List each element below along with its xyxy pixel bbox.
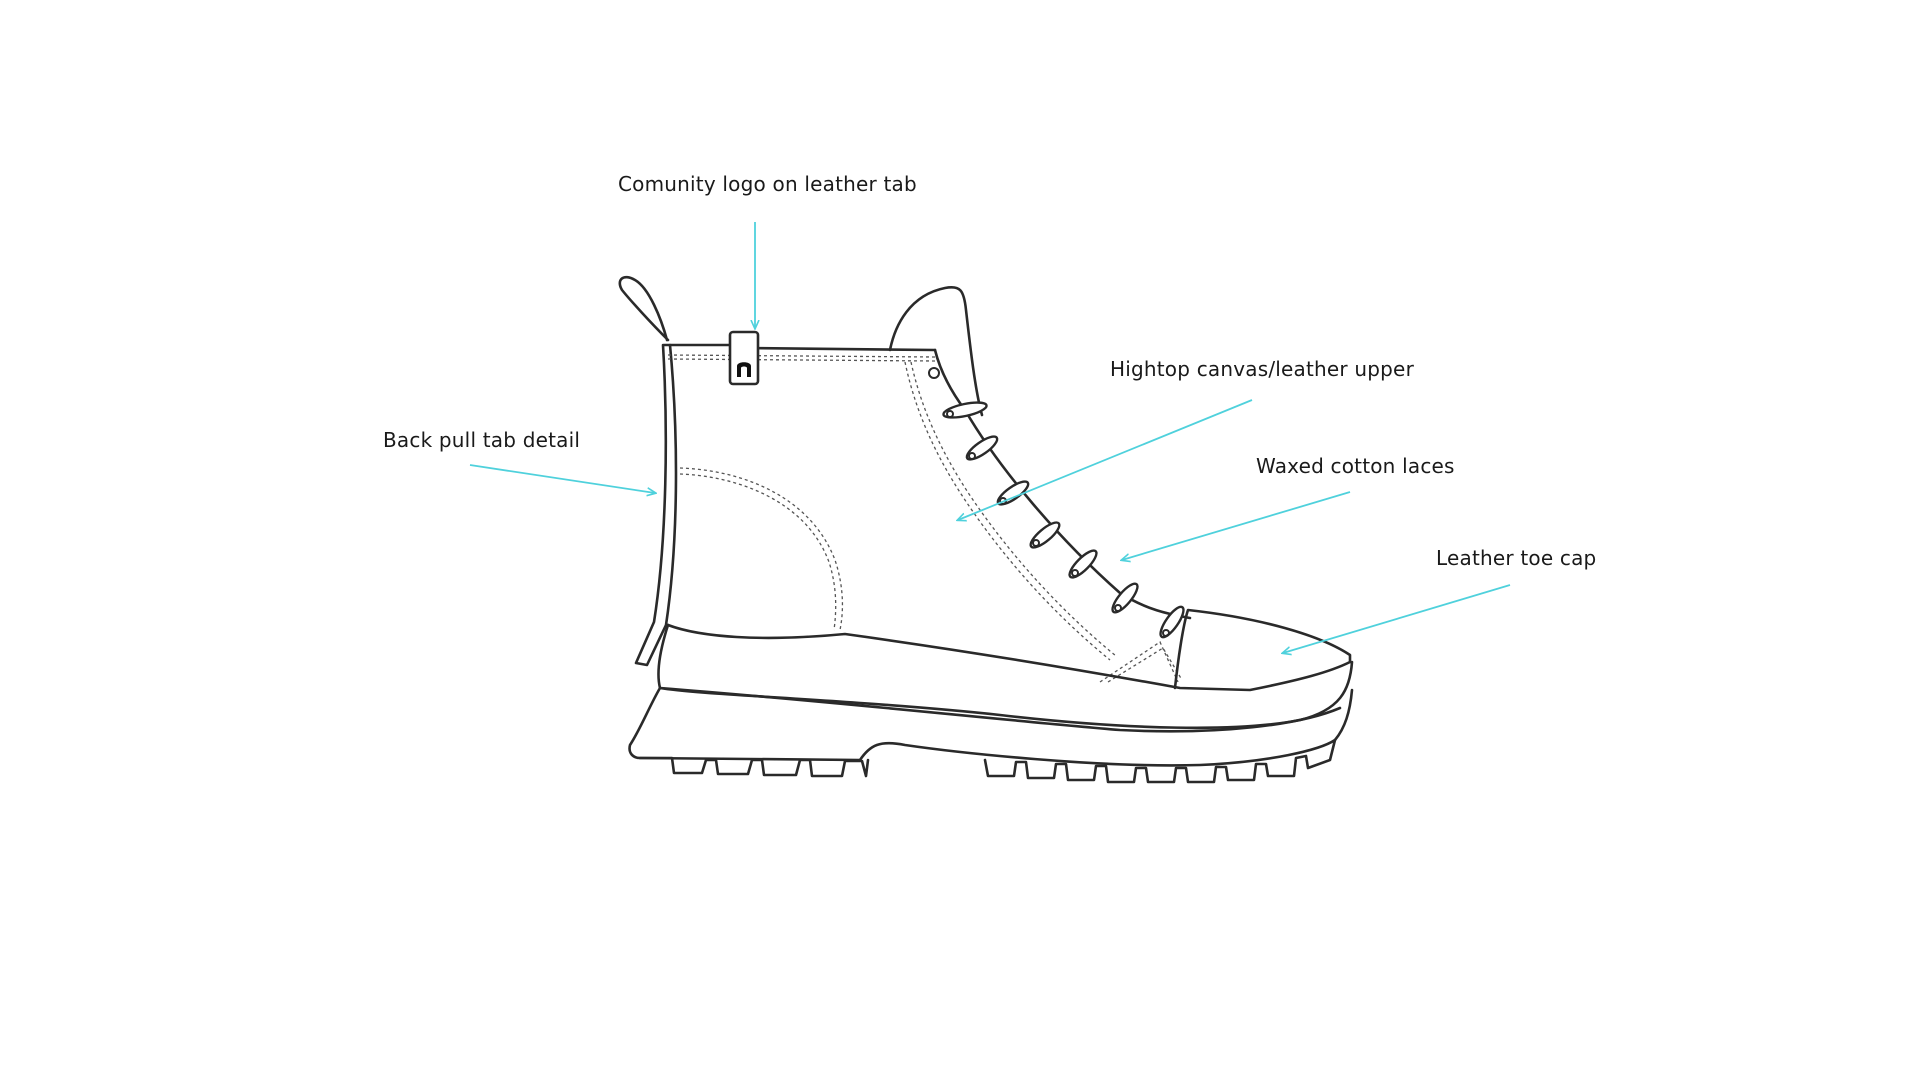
callout-toe-cap-label: Leather toe cap: [1436, 546, 1596, 570]
midsole-line: [660, 688, 1340, 731]
quarter-stitch: [680, 468, 842, 630]
boot-illustration: [620, 277, 1352, 782]
quarter-stitch-2: [680, 474, 836, 630]
pointer-toe-cap: [1283, 585, 1510, 653]
logo-tab: [730, 332, 758, 384]
lace-5: [1066, 547, 1100, 581]
callout-laces-label: Waxed cotton laces: [1256, 454, 1455, 478]
heel-strap: [636, 345, 676, 665]
outsole-lugs: [640, 740, 1335, 782]
collar-stitch-2: [668, 359, 935, 361]
eyestay-stitch-2: [911, 362, 1116, 656]
upper-base: [668, 625, 1350, 690]
collar: [664, 345, 935, 350]
midsole: [658, 625, 1352, 728]
top-eyelet: [929, 368, 939, 378]
lace-4: [1027, 519, 1062, 551]
pointer-laces: [1122, 492, 1350, 560]
lacing-edge: [935, 350, 1190, 618]
pull-tab-loop: [620, 277, 668, 340]
lace-1: [942, 400, 988, 421]
pointer-pull-tab: [470, 465, 655, 493]
callout-pull-tab-label: Back pull tab detail: [383, 428, 580, 452]
toe-cap: [1175, 610, 1350, 688]
callout-upper-label: Hightop canvas/leather upper: [1110, 357, 1414, 381]
collar-stitch: [668, 355, 935, 357]
pointer-upper: [958, 400, 1252, 520]
callout-logo-label: Comunity logo on leather tab: [618, 172, 917, 196]
eyestay-stitch: [905, 362, 1110, 660]
